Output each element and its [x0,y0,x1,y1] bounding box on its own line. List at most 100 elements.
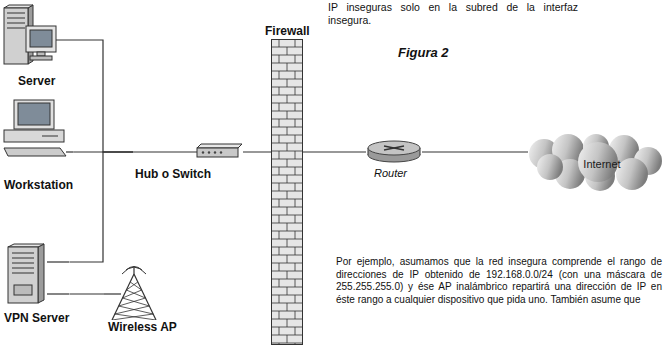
brick-joint [279,151,280,159]
brick-joint [287,335,288,343]
drive-slot [12,253,34,254]
tower-brace [126,282,137,290]
workstation-icon [4,100,66,156]
tower-leg [134,274,156,320]
hub-icon [133,144,242,157]
vpn-server-icon [8,244,44,303]
server-node: Server [2,4,58,88]
tower-body [8,247,38,303]
antenna-mast [133,267,134,274]
brick-joint [295,135,296,143]
brick-joint [279,135,280,143]
brick-wall [272,39,303,345]
tower-brace [123,298,150,306]
drive-slot [12,263,34,264]
brick-joint [279,167,280,175]
ap-cable [104,293,121,294]
tower-brace [126,290,145,298]
monitor-base [30,56,52,60]
brick-joint [295,343,296,345]
brick-joint [287,319,288,327]
drive-slot [7,13,25,14]
brick-joint [287,207,288,215]
figure-title: Figura 2 [398,47,449,60]
network-cable [422,151,528,152]
brick-joint [279,295,280,303]
brick-joint [279,311,280,319]
monitor-frame [26,26,56,52]
network-cable [58,40,133,152]
icon-cable [66,151,73,152]
brick-joint [287,159,288,167]
vpn-server-node: VPN Server [4,243,69,325]
hub-body [197,148,238,157]
icon-svg [271,39,303,345]
brick-joint [287,95,288,103]
brick-joint [295,311,296,319]
brick-joint [295,103,296,111]
brick-joint [287,143,288,151]
brick-joint [287,47,288,55]
desktop-case [4,130,64,142]
brick-joint [287,79,288,87]
brick-joint [295,151,296,159]
node-label: Firewall [265,24,310,38]
tower-brace [112,314,153,320]
brick-joint [287,303,288,311]
brick-joint [287,127,288,135]
brick-joint [295,119,296,127]
brick-joint [279,247,280,255]
node-label: Router [366,166,422,180]
tower-leg [112,274,134,320]
tower-brace [115,314,156,320]
brick-joint [295,199,296,207]
brick-joint [295,295,296,303]
brick-joint [295,183,296,191]
icon-svg [2,4,58,66]
brick-joint [287,175,288,183]
brick-joint [295,247,296,255]
drive-slot [7,23,25,24]
tower-side [38,244,44,303]
router-node: Router [366,138,422,180]
node-label: Workstation [2,178,73,192]
brick-joint [279,279,280,287]
brick-joint [279,55,280,63]
monitor-frame [14,100,54,129]
brick-joint [287,111,288,119]
network-cable [69,293,104,294]
brick-joint [295,167,296,175]
cloud-node: Internet [528,134,664,194]
hub-led [208,151,210,153]
brick-joint [279,199,280,207]
brick-joint [279,87,280,95]
brick-joint [295,39,296,47]
node-label: Server [2,74,58,88]
network-cable [69,152,133,262]
network-cable [243,151,366,152]
icon-cable [47,293,69,294]
server-icon [4,5,56,64]
brick-joint [279,215,280,223]
monitor-screen [30,30,52,47]
brick-joint [295,55,296,63]
brick-joint [279,71,280,79]
brick-joint [279,231,280,239]
icon-svg [2,98,73,158]
drive-slot [12,268,34,269]
tower-brace [119,306,153,314]
brick-joint [279,327,280,335]
cloud-lobe [616,158,648,190]
node-label: Hub o Switch [133,167,243,181]
brick-joint [287,287,288,295]
drive-slot [7,18,25,19]
router-arrow [384,146,404,150]
icon-cable [47,261,69,262]
body-text: IP inseguras solo en la subred de la int… [328,1,578,26]
icon-svg [366,138,422,164]
node-label: Wireless AP [104,320,177,334]
monitor-screen [18,103,50,125]
icon-svg [104,266,162,320]
brick-joint [279,119,280,127]
brick-joint [279,183,280,191]
